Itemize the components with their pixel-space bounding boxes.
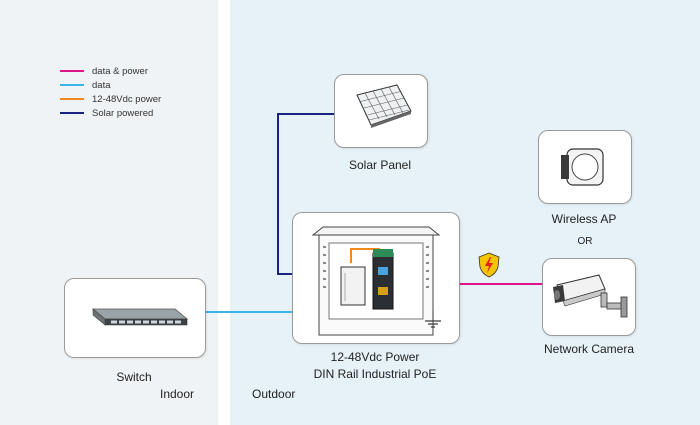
security-camera-icon xyxy=(553,274,628,318)
legend-swatch xyxy=(60,98,84,100)
poe-cabinet-box[interactable] xyxy=(292,212,460,344)
switch-box[interactable] xyxy=(64,278,206,358)
wireless-ap-icon xyxy=(561,148,604,186)
network-camera-label: Network Camera xyxy=(543,342,635,356)
outdoor-label: Outdoor xyxy=(252,387,296,401)
solar-panel-icon xyxy=(356,84,412,128)
legend-item-solar: Solar powered xyxy=(60,106,230,120)
indoor-label: Indoor xyxy=(160,387,195,401)
switch-icon xyxy=(91,308,189,326)
wireless-ap-label: Wireless AP xyxy=(551,212,617,226)
wireless-ap-box[interactable] xyxy=(538,130,632,204)
legend-item-data: data xyxy=(60,78,230,92)
network-camera-box[interactable] xyxy=(542,258,636,336)
legend-label: data xyxy=(92,79,111,91)
outdoor-cabinet-icon xyxy=(311,226,441,336)
surge-protection-icon xyxy=(478,252,500,278)
legend-label: data & power xyxy=(92,65,148,77)
poe-label-line1: 12-48Vdc Power xyxy=(330,350,420,364)
legend-item-data-power: data & power xyxy=(60,64,230,78)
poe-label-line2: DIN Rail Industrial PoE xyxy=(313,367,437,381)
solar-panel-box[interactable] xyxy=(334,74,428,148)
legend-swatch xyxy=(60,84,84,86)
legend-label: 12-48Vdc power xyxy=(92,93,162,105)
legend-swatch xyxy=(60,70,84,72)
or-label: OR xyxy=(577,236,593,247)
legend-item-dc-power: 12-48Vdc power xyxy=(60,92,230,106)
legend-label: Solar powered xyxy=(92,107,154,119)
solar-panel-label: Solar Panel xyxy=(348,158,412,172)
legend-swatch xyxy=(60,112,84,114)
legend: data & power data 12-48Vdc power Solar p… xyxy=(60,64,230,120)
switch-label: Switch xyxy=(116,370,152,384)
